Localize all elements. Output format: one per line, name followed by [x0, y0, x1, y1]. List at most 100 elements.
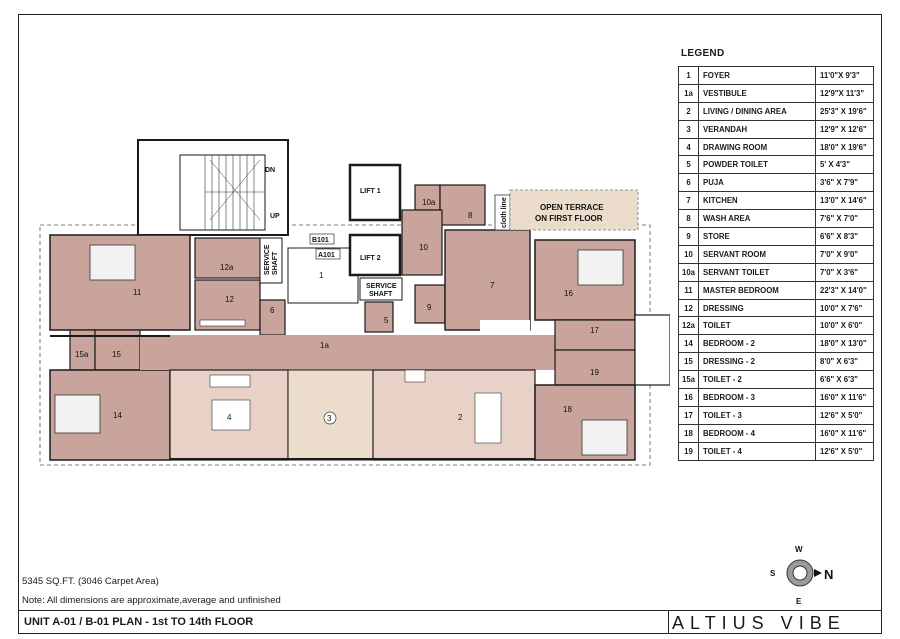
- svg-text:SHAFT: SHAFT: [369, 291, 393, 298]
- legend-room-name: KITCHEN: [698, 191, 816, 211]
- legend-number: 8: [678, 209, 699, 229]
- legend-number: 15: [678, 352, 699, 372]
- legend-number: 12: [678, 298, 699, 318]
- floor-plan: DN UP 11 12a SERVICE SHAFT 12 6 15a 15 1…: [39, 139, 670, 466]
- room-16-bedroom-3: 16: [534, 239, 636, 321]
- legend-number: 19: [678, 441, 699, 461]
- room-1-foyer: 1 B101 A101: [287, 233, 359, 304]
- room-10a-servant-toilet: 10a: [414, 184, 441, 211]
- legend-dimension: 12'9" X 12'6": [815, 119, 874, 139]
- legend-number: 18: [678, 423, 699, 443]
- svg-text:LIFT 1: LIFT 1: [360, 188, 381, 195]
- legend-room-name: LIVING / DINING AREA: [698, 101, 816, 121]
- legend-dimension: 7'0" X 9'0": [815, 244, 874, 264]
- area-text: 5345 SQ.FT. (3046 Carpet Area): [22, 576, 159, 587]
- legend-number: 10: [678, 244, 699, 264]
- title-divider: [668, 611, 669, 633]
- svg-text:11: 11: [133, 288, 142, 297]
- legend-number: 15a: [678, 370, 699, 390]
- svg-text:17: 17: [590, 326, 599, 335]
- lift-2: LIFT 2: [348, 233, 402, 277]
- room-4-drawing-room: 4: [169, 369, 289, 461]
- room-2-living-dining: 2: [372, 369, 536, 461]
- svg-text:2: 2: [458, 413, 463, 422]
- legend-dimension: 3'6" X 7'9": [815, 173, 874, 193]
- legend-room-name: MASTER BEDROOM: [698, 280, 816, 300]
- brand-name: ALTIUS VIBE: [672, 613, 846, 633]
- stair-dn-label: DN: [265, 167, 275, 174]
- legend-room-name: TOILET - 2: [698, 370, 816, 390]
- legend-room-name: DRESSING - 2: [698, 352, 816, 372]
- legend-number: 11: [678, 280, 699, 300]
- legend-room-name: POWDER TOILET: [698, 155, 816, 175]
- room-6-puja: 6: [259, 299, 286, 336]
- service-shaft-left: SERVICE SHAFT: [259, 237, 283, 284]
- legend-dimension: 11'0"X 9'3": [815, 66, 874, 85]
- svg-text:10: 10: [419, 243, 428, 252]
- svg-text:ON FIRST FLOOR: ON FIRST FLOOR: [535, 214, 603, 223]
- title-bar: UNIT A-01 / B-01 PLAN - 1st TO 14th FLOO…: [18, 610, 882, 634]
- svg-text:16: 16: [564, 289, 573, 298]
- room-11-master-bedroom: 11: [49, 234, 191, 331]
- staircase: DN UP: [137, 139, 289, 236]
- legend-room-name: BEDROOM - 2: [698, 334, 816, 354]
- legend-number: 2: [678, 101, 699, 121]
- compass-w: W: [795, 545, 803, 554]
- legend-number: 5: [678, 155, 699, 175]
- legend-number: 7: [678, 191, 699, 211]
- svg-text:6: 6: [270, 306, 275, 315]
- legend-dimension: 5' X 4'3": [815, 155, 874, 175]
- stair-up-label: UP: [270, 213, 280, 220]
- svg-text:14: 14: [113, 411, 122, 420]
- legend-room-name: FOYER: [698, 66, 816, 85]
- legend-room-name: TOILET - 3: [698, 405, 816, 425]
- legend-dimension: 16'0" X 11'6": [815, 388, 874, 407]
- legend-dimension: 18'0" X 13'0": [815, 334, 874, 354]
- compass: W E S N: [770, 545, 833, 606]
- legend-room-name: TOILET: [698, 316, 816, 336]
- room-10-servant-room: 10: [401, 209, 443, 276]
- legend-dimension: 13'0" X 14'6": [815, 191, 874, 211]
- svg-text:SERVICE: SERVICE: [264, 244, 271, 275]
- disclaimer-note: Note: All dimensions are approximate,ave…: [22, 595, 281, 606]
- right-balcony: [634, 314, 670, 386]
- legend-number: 10a: [678, 262, 699, 282]
- svg-text:9: 9: [427, 303, 432, 312]
- legend-room-name: BEDROOM - 4: [698, 423, 816, 443]
- drawing-frame: [18, 14, 882, 634]
- svg-text:3: 3: [327, 414, 332, 423]
- room-3-verandah: 3: [287, 369, 374, 461]
- svg-text:SHAFT: SHAFT: [272, 251, 279, 275]
- legend-number: 12a: [678, 316, 699, 336]
- legend-room-name: BEDROOM - 3: [698, 388, 816, 407]
- legend-dimension: 8'0" X 6'3": [815, 352, 874, 372]
- legend-room-name: WASH AREA: [698, 209, 816, 229]
- legend-dimension: 25'3" X 19'6": [815, 101, 874, 121]
- legend-title: LEGEND: [681, 48, 725, 59]
- legend-room-name: STORE: [698, 227, 816, 246]
- room-1a-vestibule: 1a: [140, 335, 555, 370]
- svg-text:1a: 1a: [320, 341, 329, 350]
- compass-s: S: [770, 569, 776, 578]
- room-14-bedroom-2: 14: [49, 369, 171, 461]
- legend-number: 3: [678, 119, 699, 139]
- svg-text:LIFT 2: LIFT 2: [360, 255, 381, 262]
- svg-text:7: 7: [490, 281, 495, 290]
- svg-text:1: 1: [319, 271, 324, 280]
- north-arrow-icon: [814, 569, 822, 577]
- svg-text:15a: 15a: [75, 350, 89, 359]
- legend-room-name: TOILET - 4: [698, 441, 816, 461]
- legend-number: 9: [678, 227, 699, 246]
- compass-n: N: [824, 567, 833, 582]
- svg-text:10a: 10a: [422, 198, 436, 207]
